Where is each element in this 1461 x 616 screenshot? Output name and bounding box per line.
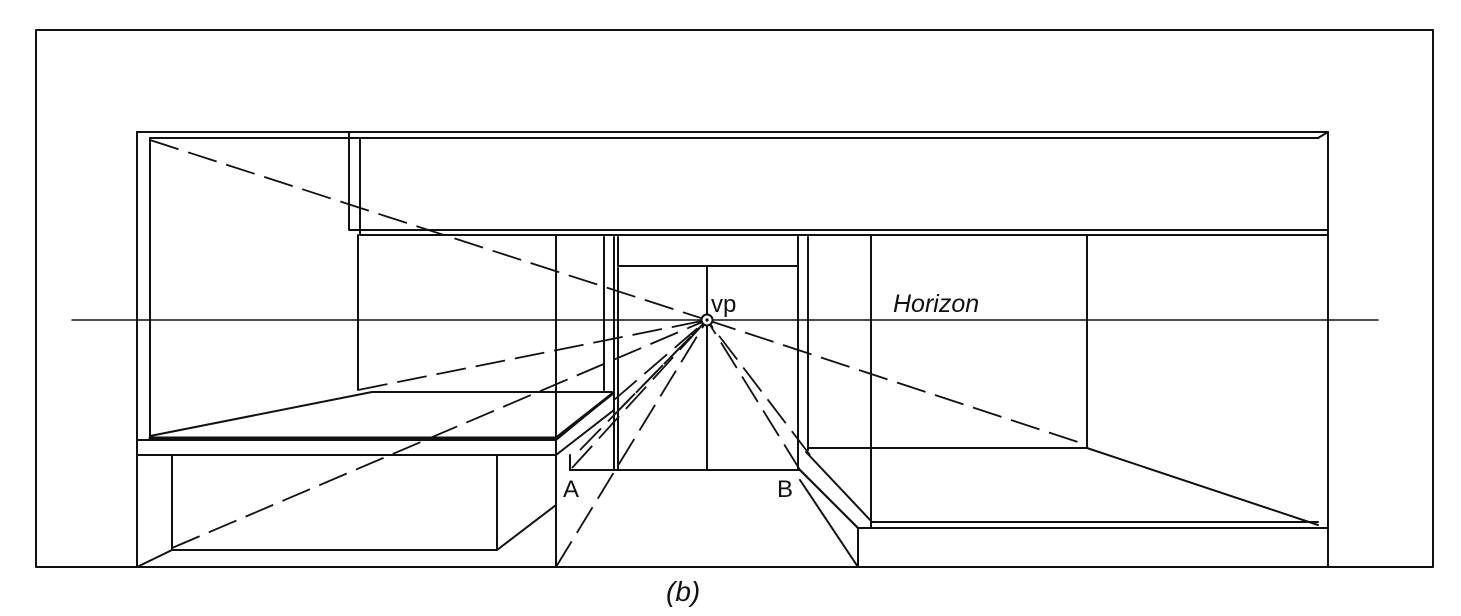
vp-label: vp [711,291,736,318]
horizon-label: Horizon [893,290,979,318]
central-doorway [555,234,809,568]
figure-caption: (b) [666,576,700,607]
construction-lines [149,139,1088,568]
point-a-label: A [563,476,579,503]
floor-lines [136,479,1329,568]
vanishing-point-marker [700,313,714,327]
upper-beam [136,131,1329,236]
left-shelf [136,391,615,568]
point-b-label: B [777,476,793,503]
left-wall [136,131,359,568]
right-bay [799,234,1329,568]
